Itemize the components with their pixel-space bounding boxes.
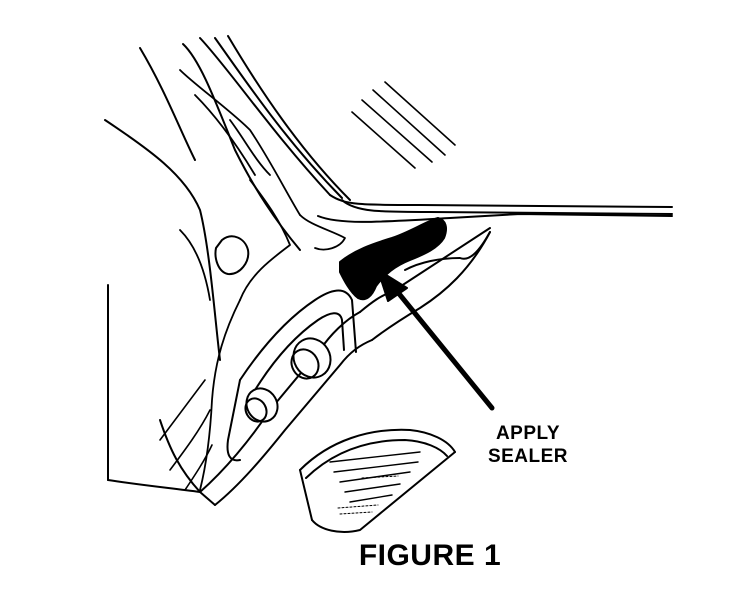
panel-hole <box>214 235 250 276</box>
floor-vent <box>299 428 456 533</box>
apply-sealer-label: APPLY SEALER <box>468 422 588 468</box>
figure-caption: FIGURE 1 <box>358 539 502 572</box>
stud-upper <box>290 337 332 380</box>
pillar-outline <box>104 35 351 361</box>
sealer-area <box>339 217 447 301</box>
lower-panel-shading <box>159 379 213 491</box>
trim-panels <box>179 69 346 491</box>
leader-arrow <box>377 269 495 411</box>
quarter-panel <box>107 284 216 506</box>
roof-panel-edge <box>317 194 673 223</box>
window-hatch <box>351 81 456 169</box>
callout-line-1: APPLY <box>495 423 561 444</box>
stud-lower <box>244 387 279 423</box>
floor-channel <box>199 289 373 506</box>
callout-line-2: SEALER <box>487 446 569 467</box>
